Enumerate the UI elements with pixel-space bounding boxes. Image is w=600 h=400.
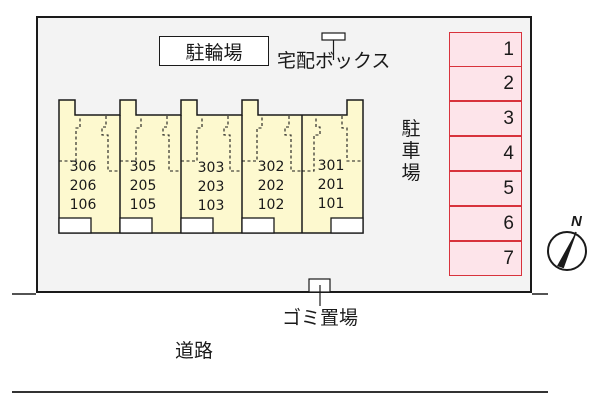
delivery-box-marker (321, 32, 346, 60)
unit-number: 106 (69, 197, 97, 213)
garbage-area-marker (308, 278, 331, 306)
unit-number: 201 (317, 177, 345, 193)
parking-lot-char: 車 (401, 140, 421, 162)
parking-stall-3: 3 (449, 101, 522, 136)
unit-number: 303 (197, 160, 225, 176)
parking-lot-label: 駐 車 場 (400, 118, 422, 184)
unit-number: 102 (257, 197, 285, 213)
unit-number: 306 (69, 159, 97, 175)
road-label: 道路 (175, 340, 214, 362)
garbage-area-label: ゴミ置場 (282, 307, 359, 329)
parking-lot-char: 駐 (401, 118, 421, 140)
unit-number: 305 (129, 159, 157, 175)
bicycle-parking-label: 駐輪場 (159, 36, 269, 66)
unit-number: 101 (317, 196, 345, 212)
parking-stall-5: 5 (449, 171, 522, 206)
unit-number: 301 (317, 158, 345, 174)
unit-number: 302 (257, 159, 285, 175)
delivery-box-label: 宅配ボックス (277, 50, 391, 72)
north-compass-icon (547, 231, 587, 271)
unit-number: 206 (69, 178, 97, 194)
parking-stall-2: 2 (449, 66, 522, 101)
unit-stack-2: 305 205 105 (117, 158, 169, 215)
unit-stack-1: 306 206 106 (57, 158, 109, 215)
apartment-building (58, 99, 364, 234)
parking-stall-6: 6 (449, 206, 522, 241)
unit-number: 205 (129, 178, 157, 194)
unit-number: 105 (129, 197, 157, 213)
unit-stack-4: 302 202 102 (245, 158, 297, 215)
unit-number: 103 (197, 198, 225, 214)
unit-stack-5: 301 201 101 (305, 157, 357, 214)
unit-number: 203 (197, 179, 225, 195)
parking-stall-4: 4 (449, 136, 522, 171)
parking-stall-7: 7 (449, 241, 522, 276)
unit-stack-3: 303 203 103 (185, 159, 237, 216)
unit-number: 202 (257, 178, 285, 194)
parking-lot-char: 場 (401, 162, 421, 184)
parking-stall-1: 1 (449, 32, 522, 67)
north-label: N (571, 213, 582, 230)
